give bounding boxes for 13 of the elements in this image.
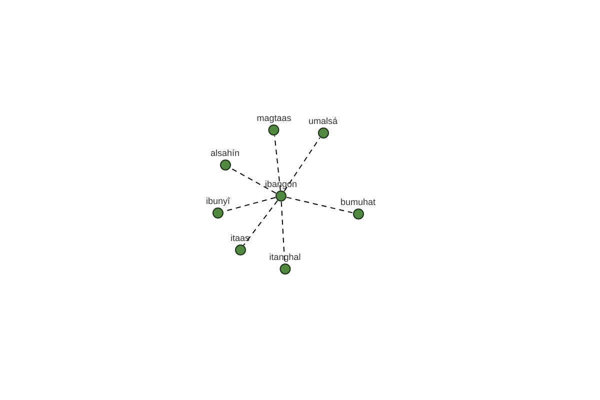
node-label: magtaas — [256, 113, 292, 124]
dashed-connector — [242, 200, 278, 246]
dashed-connector — [274, 135, 281, 191]
node-label: ibunyî — [206, 196, 230, 207]
node-label: itaas — [230, 233, 250, 244]
dashed-connector — [230, 167, 276, 194]
node-label: umalsá — [308, 116, 338, 127]
node-label: alsahín — [210, 148, 240, 159]
dashed-connector — [286, 196, 353, 214]
node-label: itanghal — [269, 252, 301, 263]
node-label: bumuhat — [340, 197, 376, 208]
dashed-connector — [284, 137, 320, 192]
node-label: ibangon — [264, 179, 298, 190]
